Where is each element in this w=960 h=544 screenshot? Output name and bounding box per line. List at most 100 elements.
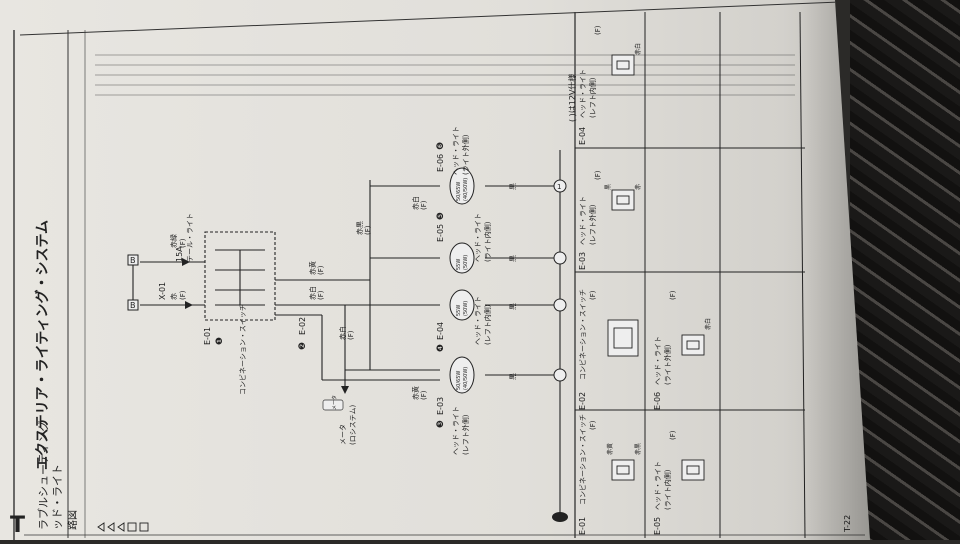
fuse-rating: 15A: [175, 246, 184, 262]
lamp-e03-marker: ❸: [436, 420, 446, 428]
marker-2: ❷: [298, 342, 308, 350]
wire-red-yellow-f: (F): [317, 265, 325, 275]
table-e04-f: (F): [594, 25, 602, 35]
table-e06-name: ヘッド・ライト: [654, 336, 662, 385]
background-fabric: [850, 0, 960, 540]
page-frame: [19, 1, 865, 538]
table-e06-sub: (ライト外側): [663, 344, 672, 385]
connector-pin-drawings: [607, 54, 705, 481]
circuit-arrows: [182, 258, 349, 394]
meter-label: メータ: [338, 424, 347, 445]
pin-label-red-white-2: 赤白: [704, 318, 712, 330]
lamp-e05-sub: (ライト内側): [483, 221, 492, 262]
pin-label-red-black: 赤黒: [635, 443, 642, 455]
subsection-title: ッド・ライト: [51, 464, 64, 530]
lamp-wire-red-white-f: (F): [420, 200, 428, 210]
wire-red-white-2: 赤白: [338, 326, 347, 340]
table-e05-f: (F): [669, 430, 677, 440]
wire-red-white-1-f: (F): [317, 290, 325, 300]
lamp-e03-sub: (レフト外側): [461, 414, 470, 455]
switch-connector-e02: E-02: [298, 317, 307, 335]
lamp-e03: [449, 356, 475, 394]
pin-label-red: 赤: [635, 184, 642, 190]
table-e02-f: (F): [589, 290, 597, 300]
lamp-e05-label: E-05: [436, 224, 445, 242]
wire-red-label: 赤: [170, 293, 178, 300]
lamp-e05-watt-top: 55W: [456, 259, 462, 270]
table-e01-f: (F): [589, 420, 597, 430]
lamp-e04: [449, 289, 475, 321]
table-e06-f: (F): [669, 290, 677, 300]
page-code-left: T: [10, 513, 25, 538]
lamp-wire-red-white: 赤白: [411, 196, 420, 210]
table-e03-f: (F): [594, 170, 602, 180]
lamp-e06-watt-top: 50/65W: [456, 182, 462, 201]
lamp-e04-label: E-04: [436, 322, 445, 340]
lamp-wire-red-yellow: 赤黄: [411, 386, 420, 400]
switch-label: コンビネーション・スイッチ: [238, 304, 247, 395]
ground-node-label: 1: [557, 183, 561, 191]
ground-c: 黒: [509, 303, 517, 310]
meter-icon-text: メータ: [331, 395, 338, 410]
pin-label-red-yellow: 赤黄: [606, 443, 614, 455]
table-e01-code: E-01: [578, 517, 587, 535]
lamp-wire-red-yellow-f: (F): [420, 390, 428, 400]
lamp-e04-sub: (レフト内側): [483, 304, 492, 345]
fuse-block-label: X-01: [158, 282, 167, 300]
wire-red-black: 赤黒: [356, 221, 364, 235]
wire-red-yellow: 赤黄: [308, 261, 317, 275]
table-e01-name: コンビネーション・スイッチ: [578, 414, 587, 505]
connector-b-top: [127, 254, 139, 266]
legend-symbols: [97, 522, 149, 532]
lamp-e05-marker: ❺: [436, 212, 446, 220]
lamp-e06-marker: ❻: [436, 142, 446, 150]
fuse-wire-color: 赤緑: [169, 234, 178, 248]
table-e03-code: E-03: [578, 252, 587, 270]
ground-b: 黒: [509, 255, 517, 262]
ground-symbol-icon: [552, 512, 568, 522]
fuse-wire-f: (F): [179, 238, 187, 248]
wire-red-white-2-f: (F): [347, 330, 355, 340]
pin-label-black: 黒: [605, 184, 612, 190]
table-e04-name: ヘッド・ライト: [579, 69, 587, 118]
connector-b-bottom: [127, 299, 139, 311]
ground-d: 黒: [509, 373, 517, 380]
marker-1: ❶: [215, 337, 225, 345]
connector-b-bottom-label: B: [130, 301, 136, 310]
diagram-label: 路図: [66, 510, 79, 530]
wiring-diagram: T エクステリア・ライティング・システム ラブルシューティング ッド・ライト 路…: [10, 1, 865, 540]
lamp-e05-watt-bot: (50W): [463, 255, 469, 270]
lamp-e04-watt-bot: (50W): [463, 301, 469, 316]
table-e03-sub: (レフト外側): [588, 204, 597, 245]
lamp-e03-watt-bot: (40/50W): [463, 367, 469, 390]
wire-red-black-f: (F): [364, 225, 372, 235]
switch-connector-e01: E-01: [203, 327, 212, 345]
lamp-e06-label: E-06: [436, 154, 445, 172]
ground-a: 黒: [509, 183, 517, 190]
table-e04-sub: (レフト内側): [588, 77, 597, 118]
lamp-e06-name: ヘッド・ライト: [452, 126, 460, 175]
lamp-e06-watt-bot: (40/50W): [463, 178, 469, 201]
page-number: T-22: [843, 515, 852, 533]
wire-red-f: (F): [179, 290, 187, 300]
table-e03-name: ヘッド・ライト: [579, 196, 587, 245]
ground-nodes: [553, 179, 567, 382]
lamp-e06-sub: (ライト外側): [461, 134, 470, 175]
manual-page: T エクステリア・ライティング・システム ラブルシューティング ッド・ライト 路…: [0, 0, 870, 540]
lamp-e06: [449, 167, 475, 205]
lamp-e03-watt-top: 50/65W: [456, 371, 462, 390]
lamp-e04-marker: ❹: [436, 344, 446, 352]
wire-red-white-1: 赤白: [308, 286, 317, 300]
pin-label-red-white: 赤白: [634, 43, 642, 55]
lamp-e05: [449, 242, 475, 274]
meter-icon: [322, 399, 344, 411]
table-e06-code: E-06: [653, 392, 662, 410]
section-title: ラブルシューティング: [36, 421, 50, 530]
connector-b-top-label: B: [130, 256, 136, 265]
meter-sub: (ロシステム): [349, 404, 357, 445]
margin-lines: [95, 54, 795, 96]
lamp-e03-label: E-03: [436, 397, 445, 415]
lamp-e05-name: ヘッド・ライト: [474, 213, 482, 262]
table-e05-code: E-05: [653, 517, 662, 535]
fuse-name: テール・ライト: [186, 213, 194, 262]
